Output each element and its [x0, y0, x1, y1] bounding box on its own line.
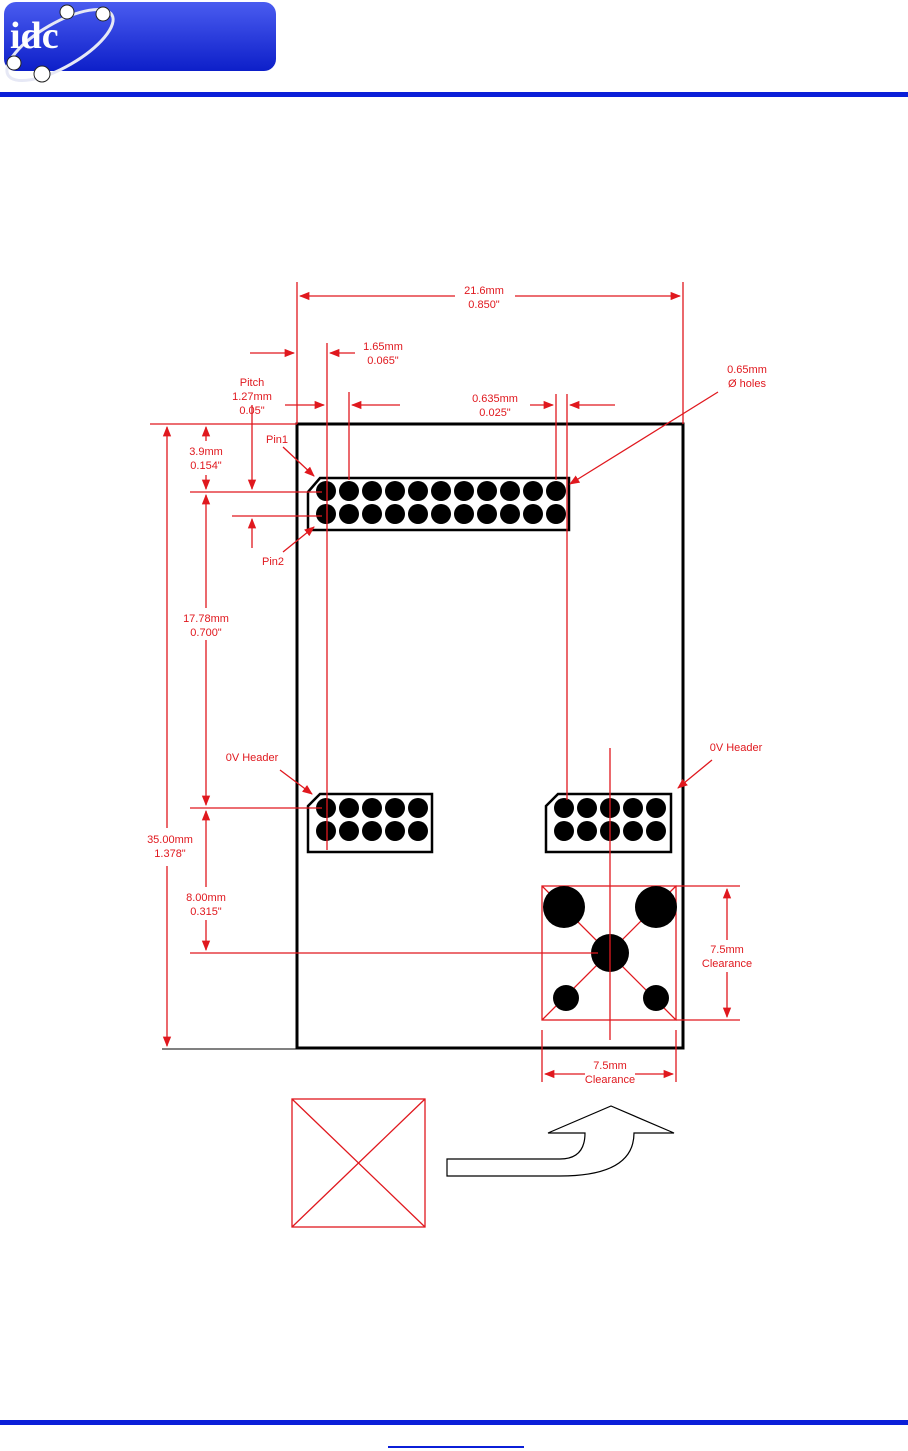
clearance-area: [542, 748, 677, 1040]
top-connector: [308, 478, 569, 530]
pad-in-label: 0.025": [479, 407, 511, 419]
pin-offset-in-label: 0.065": [367, 355, 399, 367]
pad-mm-label: 0.635mm: [472, 393, 518, 405]
width-mm-label: 21.6mm: [464, 285, 504, 297]
clearance-h-text-label: Clearance: [585, 1074, 635, 1086]
footer-link-underline[interactable]: [388, 1446, 524, 1448]
clearance-v-mm-label: 7.5mm: [710, 944, 744, 956]
header-right-label: 0V Header: [710, 742, 763, 754]
top-offset-in-label: 0.154": [190, 460, 222, 472]
pin-offset-mm-label: 1.65mm: [363, 341, 403, 353]
top-offset-mm-label: 3.9mm: [189, 446, 223, 458]
pitch-in-label: 0.05": [239, 405, 264, 417]
bottom-offset-mm-label: 8.00mm: [186, 892, 226, 904]
pin1-label: Pin1: [266, 434, 288, 446]
width-in-label: 0.850": [468, 299, 500, 311]
holes-desc-label: Ø holes: [728, 378, 766, 390]
row-spacing-in-label: 0.700": [190, 627, 222, 639]
clearance-symbol: [292, 1099, 425, 1227]
header-left-label: 0V Header: [226, 752, 279, 764]
pitch-mm-label: 1.27mm: [232, 391, 272, 403]
curved-arrow-icon: [447, 1106, 674, 1176]
footer-rule: [0, 1420, 908, 1425]
row-spacing-mm-label: 17.78mm: [183, 613, 229, 625]
clearance-v-text-label: Clearance: [702, 958, 752, 970]
holes-mm-label: 0.65mm: [727, 364, 767, 376]
pitch-title-label: Pitch: [240, 377, 264, 389]
right-0v-header: [546, 794, 671, 852]
height-mm-label: 35.00mm: [147, 834, 193, 846]
height-in-label: 1.378": [154, 848, 186, 860]
pin2-label: Pin2: [262, 556, 284, 568]
clearance-h-mm-label: 7.5mm: [593, 1060, 627, 1072]
bottom-offset-in-label: 0.315": [190, 906, 222, 918]
